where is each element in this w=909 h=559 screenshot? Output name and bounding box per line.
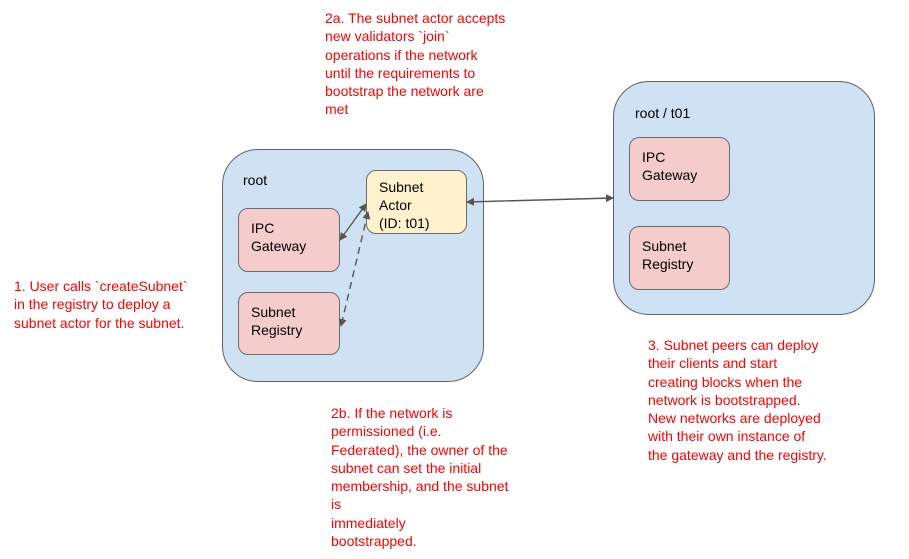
step-2b-line-4: subnet can set the initial [331, 459, 482, 476]
child-ipc-gateway-node: IPC Gateway [629, 137, 730, 201]
step-2a-line-2: new validators `join` [325, 28, 450, 45]
child-subnet-registry-node: Subnet Registry [629, 226, 730, 290]
step-2b-line-2: permissioned (i.e. [331, 423, 442, 440]
step-2b-line-8: bootstrapped. [331, 533, 417, 550]
root-ipc-gateway-node: IPC Gateway [238, 208, 340, 272]
step-2a-line-4: until the requirements to [325, 64, 476, 81]
child-subnet-registry-label-line-2: Registry [642, 256, 694, 272]
step-2b-line-3: Federated), the owner of the [331, 441, 508, 458]
step-2b-line-1: 2b. If the network is [331, 405, 453, 421]
root-subnet-registry-label-line-1: Subnet [251, 304, 296, 320]
root-ipc-gateway-label-line-1: IPC [251, 220, 275, 236]
child-ipc-gateway-label-line-2: Gateway [642, 167, 698, 183]
step-1-line-3: subnet actor for the subnet. [14, 314, 185, 331]
step-3-annotation: 3. Subnet peers can deploy their clients… [648, 336, 827, 464]
step-3-line-4: network is bootstrapped. [648, 391, 801, 408]
step-2a-line-5: bootstrap the network are [325, 83, 484, 100]
root-network-label: root [243, 172, 268, 188]
step-3-line-7: the gateway and the registry. [648, 446, 827, 463]
step-1-line-1: 1. User calls `createSubnet` [14, 278, 188, 294]
step-2a-annotation: 2a. The subnet actor accepts new validat… [325, 9, 505, 119]
step-2a-line-6: met [325, 101, 349, 118]
step-3-line-3: creating blocks when the [648, 373, 803, 390]
step-2b-annotation: 2b. If the network is permissioned (i.e.… [331, 404, 508, 550]
subnet-actor-label-line-3: (ID: t01) [379, 215, 430, 231]
step-3-line-2: their clients and start [648, 355, 778, 372]
step-2a-line-3: operations if the network [325, 46, 478, 63]
actor-child-network-arrow [466, 194, 614, 206]
step-2a-line-1: 2a. The subnet actor accepts [325, 10, 506, 26]
child-ipc-gateway-label-line-1: IPC [642, 149, 666, 165]
child-subnet-registry-label-line-1: Subnet [642, 238, 687, 254]
step-1-annotation: 1. User calls `createSubnet` in the regi… [14, 277, 188, 332]
step-3-line-6: with their own instance of [648, 428, 806, 445]
child-network-label: root / t01 [635, 105, 691, 121]
subnet-actor-label-line-1: Subnet [379, 179, 424, 195]
step-2b-line-6: is [331, 496, 342, 513]
step-3-line-5: New networks are deployed [648, 410, 821, 427]
subnet-actor-node: Subnet Actor (ID: t01) [366, 170, 467, 234]
step-3-line-1: 3. Subnet peers can deploy [648, 337, 819, 353]
root-ipc-gateway-label-line-2: Gateway [251, 238, 307, 254]
step-2b-line-5: membership, and the subnet [331, 478, 509, 495]
subnet-actor-label-line-2: Actor [379, 197, 412, 213]
step-1-line-2: in the registry to deploy a [14, 296, 171, 313]
step-2b-line-7: immediately [331, 514, 406, 531]
root-subnet-registry-label-line-2: Registry [251, 322, 303, 338]
root-subnet-registry-node: Subnet Registry [238, 292, 340, 355]
